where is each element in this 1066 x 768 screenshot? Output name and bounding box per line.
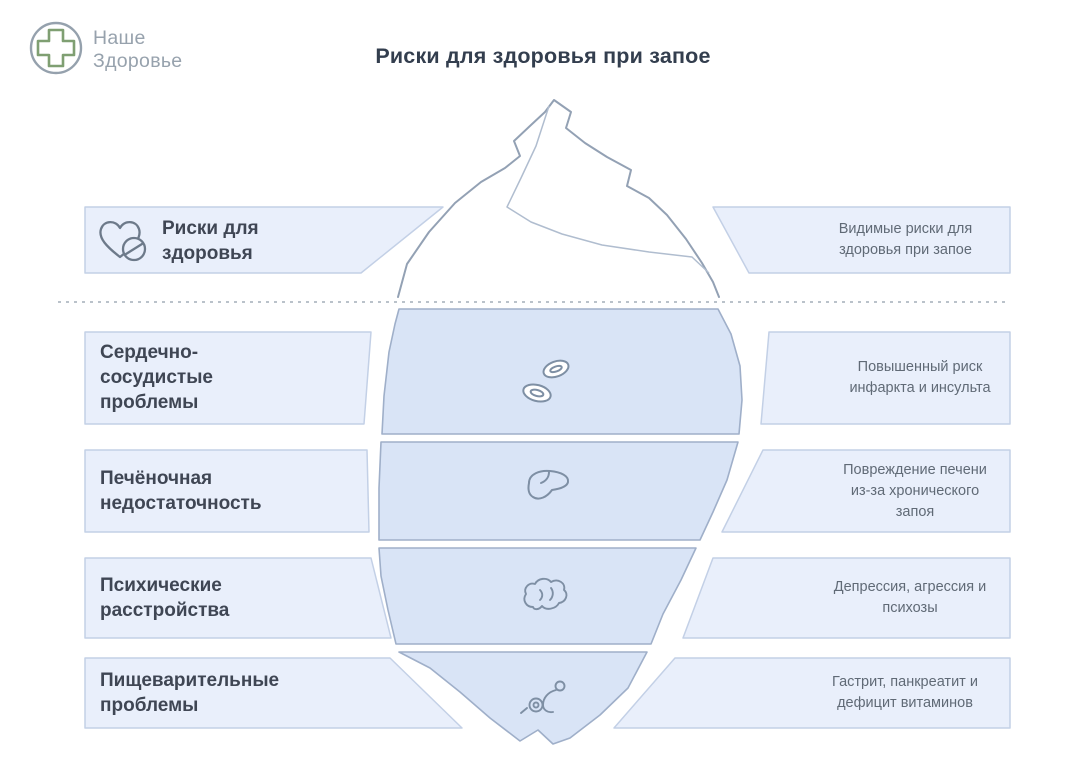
left-banner-1 — [84, 206, 444, 274]
brain-icon — [523, 577, 568, 611]
left-banner-3 — [84, 449, 370, 533]
iceberg-band-2 — [378, 441, 739, 541]
row-heading-1: Риски для здоровья — [162, 218, 259, 265]
left-banner-5 — [84, 657, 463, 729]
logo-line-1: Наше — [93, 27, 146, 49]
right-banner-3 — [721, 449, 1011, 533]
row-heading-5: Пищеварительные проблемы — [100, 670, 280, 717]
row-heading-3: Печёночная недостаточность — [100, 468, 262, 515]
row-description-2: Повышенный риск инфаркта и инсульта — [849, 359, 991, 397]
right-banner-4 — [682, 557, 1011, 639]
iceberg-facet-line — [506, 105, 710, 274]
page-title: Риски для здоровья при запое — [375, 44, 711, 68]
row-description-5: Гастрит, панкреатит и дефицит витаминов — [832, 674, 978, 712]
row-description-1: Видимые риски для здоровья при запое — [838, 221, 973, 259]
right-banner-2 — [760, 331, 1011, 425]
digestive-icon — [520, 680, 566, 714]
row-description-3: Повреждение печени из-за хронического за… — [843, 462, 987, 521]
left-banner-4 — [84, 557, 392, 639]
logo-icon — [29, 21, 83, 75]
row-heading-4: Психические расстройства — [100, 575, 230, 622]
iceberg-tip — [397, 99, 720, 298]
iceberg-band-3 — [378, 547, 697, 645]
liver-icon — [527, 469, 570, 500]
row-description-4: Депрессия, агрессия и психозы — [833, 579, 987, 617]
iceberg-band-4 — [398, 651, 648, 745]
right-banner-1 — [712, 206, 1011, 274]
right-banner-5 — [613, 657, 1011, 729]
row-heading-2: Сердечно-сосудистые проблемы — [100, 342, 213, 414]
left-banner-2 — [84, 331, 372, 425]
logo-wordmark: Наше Здоровье — [93, 27, 182, 74]
logo-line-2: Здоровье — [93, 50, 183, 73]
heart-pill-icon — [99, 220, 147, 262]
blood-cells-icon — [522, 359, 570, 403]
